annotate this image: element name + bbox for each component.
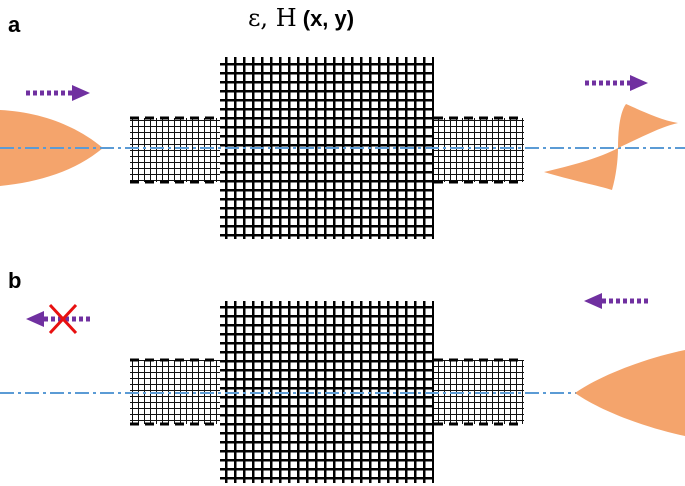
- left-waveguide: [130, 118, 222, 182]
- output-mode-profile-lower: [544, 148, 618, 190]
- cross-icon: [48, 303, 78, 335]
- panel-a: a: [0, 12, 685, 239]
- title-coords: (x, y): [297, 6, 354, 31]
- panel-label-b: b: [8, 268, 21, 293]
- input-mode-profile-b: [575, 350, 685, 436]
- panel-b: b: [0, 268, 685, 483]
- input-arrow-right: [26, 85, 90, 101]
- panel-label-a: a: [8, 12, 21, 37]
- right-waveguide: [434, 118, 524, 182]
- figure-title: ε, H (x, y): [248, 4, 354, 32]
- input-arrow-left: [584, 293, 648, 309]
- title-symbols: ε, H: [248, 4, 297, 32]
- blocked-arrow-left: [26, 311, 90, 327]
- output-arrow-right: [585, 75, 648, 91]
- output-mode-profile-upper: [618, 104, 678, 148]
